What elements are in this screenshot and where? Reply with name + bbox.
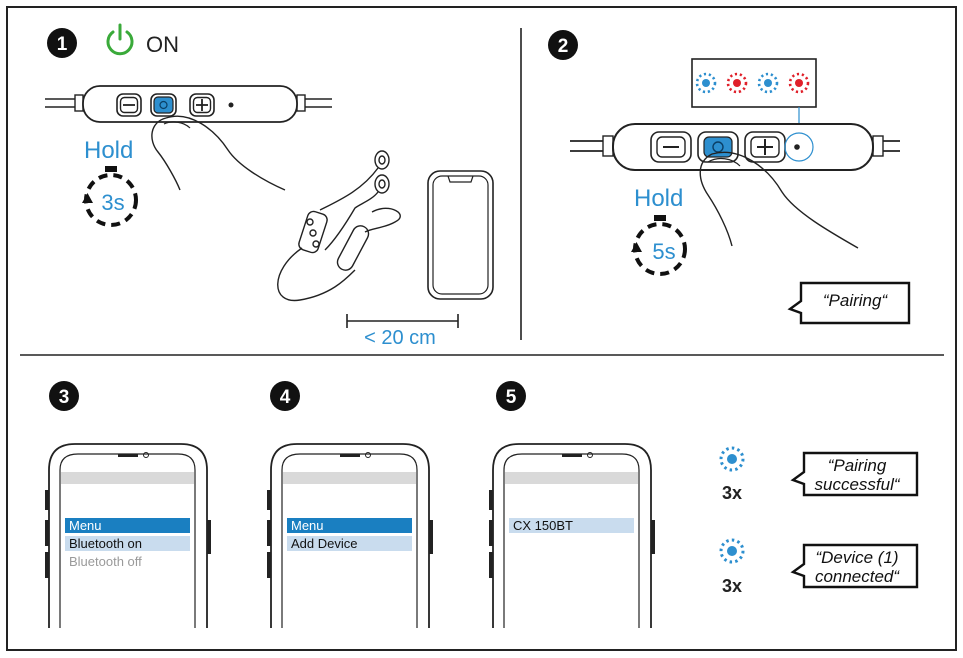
pairing-speech-bubble (787, 281, 911, 325)
led-red-ring-icon (788, 72, 810, 94)
step-3-badge (49, 381, 79, 411)
step-1-panel: 1 ON Hold (45, 23, 494, 349)
step-4-badge (270, 381, 300, 411)
led-red-ring-icon (726, 72, 748, 94)
hold-time-1: 3s (101, 190, 124, 215)
device-connected-bubble (790, 543, 919, 589)
pairing-successful-line1: “Pairing (828, 456, 887, 475)
timer-icon-1 (82, 166, 138, 227)
menu-title-4: Menu (291, 518, 324, 533)
step-3-panel: 3 Menu Bluetooth on Bluetooth off (45, 381, 211, 628)
led-blue-dot-icon (764, 79, 772, 87)
led-blue-ring-icon (757, 72, 779, 94)
menu-item-bluetooth-on[interactable] (65, 536, 190, 551)
led-indicator (228, 102, 234, 108)
device-name-label: CX 150BT (513, 518, 573, 533)
step-5-panel: 5 CX 150BT (489, 381, 655, 628)
pairing-bubble-text: “Pairing“ (823, 291, 889, 310)
blue-led-blink-icon-2 (719, 538, 745, 564)
finger-icon (151, 115, 286, 191)
multifunction-button-icon (159, 100, 168, 110)
step-5-number: 5 (506, 387, 517, 408)
blue-led-blink-icon-1 (719, 446, 745, 472)
hold-label-2: Hold (634, 185, 683, 212)
menu-item-add-device-label: Add Device (291, 536, 357, 551)
step-2-number: 2 (558, 36, 569, 57)
menu-item-bluetooth-off-label: Bluetooth off (69, 554, 142, 569)
pairing-successful-bubble (790, 451, 919, 497)
step-4-number: 4 (280, 387, 291, 408)
device-list-item[interactable] (509, 518, 634, 533)
remote-control (45, 85, 332, 123)
step-2-badge (548, 30, 578, 60)
menu-header-3 (65, 518, 190, 533)
power-icon (106, 23, 134, 56)
blink-count-1: 3x (722, 483, 742, 503)
status-panel: 3x “Pairing successful“ 3x “Device (1) c… (719, 446, 919, 596)
led-indicator-large (794, 144, 800, 150)
device-connected-line1: “Device (1) (815, 548, 898, 567)
led-blue-ring-icon (695, 72, 717, 94)
distance-marker (346, 314, 459, 328)
remote-control-large (570, 123, 900, 171)
step-2-panel: 2 Hold (548, 30, 911, 325)
step-1-number: 1 (57, 34, 68, 55)
distance-label: < 20 cm (364, 327, 436, 349)
blink-count-2: 3x (722, 576, 742, 596)
step-5-badge (496, 381, 526, 411)
step-4-panel: 4 Menu Add Device (267, 381, 433, 628)
step-1-badge (47, 28, 77, 58)
device-connected-line2: connected“ (815, 567, 900, 586)
hold-time-2: 5s (652, 239, 675, 264)
timer-icon-2 (631, 215, 687, 276)
led-red-dot-icon (733, 79, 741, 87)
menu-item-bluetooth-on-label: Bluetooth on (69, 536, 142, 551)
earphones-illustration (277, 150, 401, 302)
power-on-label: ON (146, 32, 179, 57)
hold-label-1: Hold (84, 137, 133, 164)
outer-frame (6, 6, 957, 651)
led-sequence (695, 72, 810, 94)
smartphone-illustration (427, 170, 494, 300)
menu-item-add-device[interactable] (287, 536, 412, 551)
led-blue-dot-icon (702, 79, 710, 87)
finger-icon-2 (699, 151, 859, 249)
multifunction-button-icon-large (712, 141, 724, 153)
phone-5 (489, 443, 655, 628)
led-red-dot-icon (795, 79, 803, 87)
pairing-successful-line2: successful“ (814, 475, 900, 494)
menu-header-4 (287, 518, 412, 533)
menu-title-3: Menu (69, 518, 102, 533)
step-3-number: 3 (59, 387, 70, 408)
